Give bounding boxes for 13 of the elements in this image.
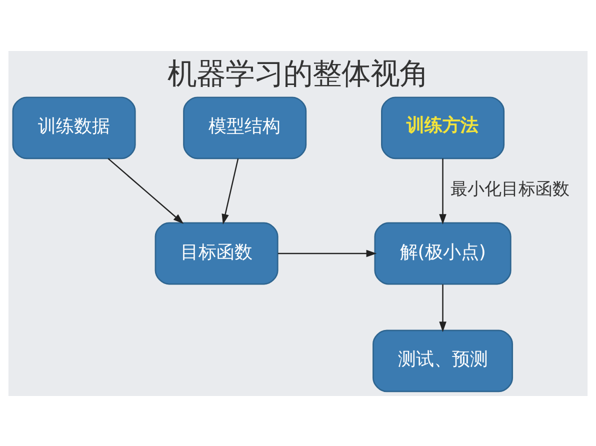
arrow [108,158,184,224]
node-box: 训练方法 [381,96,505,159]
node-box: 训练数据 [12,96,136,159]
arrow [278,249,377,257]
edge-label: 最小化目标函数 [450,178,570,198]
node-box: 模型结构 [183,96,307,159]
node-box: 测试、预测 [372,329,514,392]
arrow [439,284,446,332]
node-box: 解(极小点) [374,222,512,284]
node-box: 目标函数 [154,222,278,284]
arrow [439,158,446,224]
diagram-title: 机器学习的整体视角 [168,56,428,90]
arrow [222,158,239,224]
